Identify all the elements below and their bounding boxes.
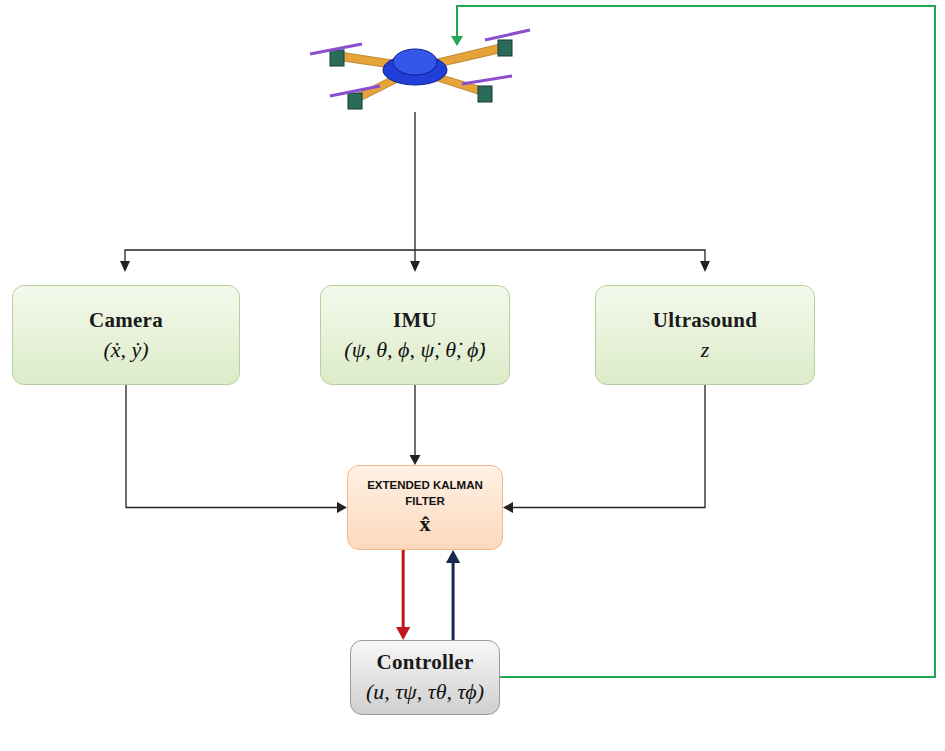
node-formula: z [701,337,710,363]
arrowhead [700,261,710,272]
sensor-box: Camera (ẋ, ẏ) [12,285,240,385]
arrowhead [410,455,421,465]
sensor-bus [414,112,415,250]
node-title: Controller [376,650,473,675]
sensor-box: Ultrasound z [595,285,815,385]
arrowhead [337,502,347,513]
node-formula: x̂ [420,511,431,537]
connector [402,550,405,628]
sensor-box: IMU (ψ, θ, ϕ, ψ̇, θ̇, ϕ̇) [320,285,510,385]
connector [126,385,338,508]
sensor-bus [125,250,705,262]
node-formula: (ẋ, ẏ) [103,337,148,363]
arrowhead [120,261,130,272]
arrowhead [410,261,420,272]
connector [414,385,415,456]
feedback-line [457,6,935,677]
node-title: Camera [89,308,163,333]
node-formula: (ψ, θ, ϕ, ψ̇, θ̇, ϕ̇) [344,337,485,363]
filter-box: EXTENDED KALMAN FILTERx̂ [347,465,503,550]
node-title: Ultrasound [653,308,758,333]
arrowhead [396,627,410,640]
connector [452,562,455,640]
arrowhead [503,502,513,513]
arrowhead [446,550,460,563]
node-formula: (u, τψ, τθ, τϕ) [366,679,484,705]
node-title: IMU [393,308,437,333]
controller-box: Controller (u, τψ, τθ, τϕ) [350,640,500,715]
feedback-arrowhead [451,36,463,46]
node-title: EXTENDED KALMAN FILTER [358,478,492,509]
connector [512,385,705,508]
quadrotor [310,30,530,109]
sensor-bus [414,250,415,262]
